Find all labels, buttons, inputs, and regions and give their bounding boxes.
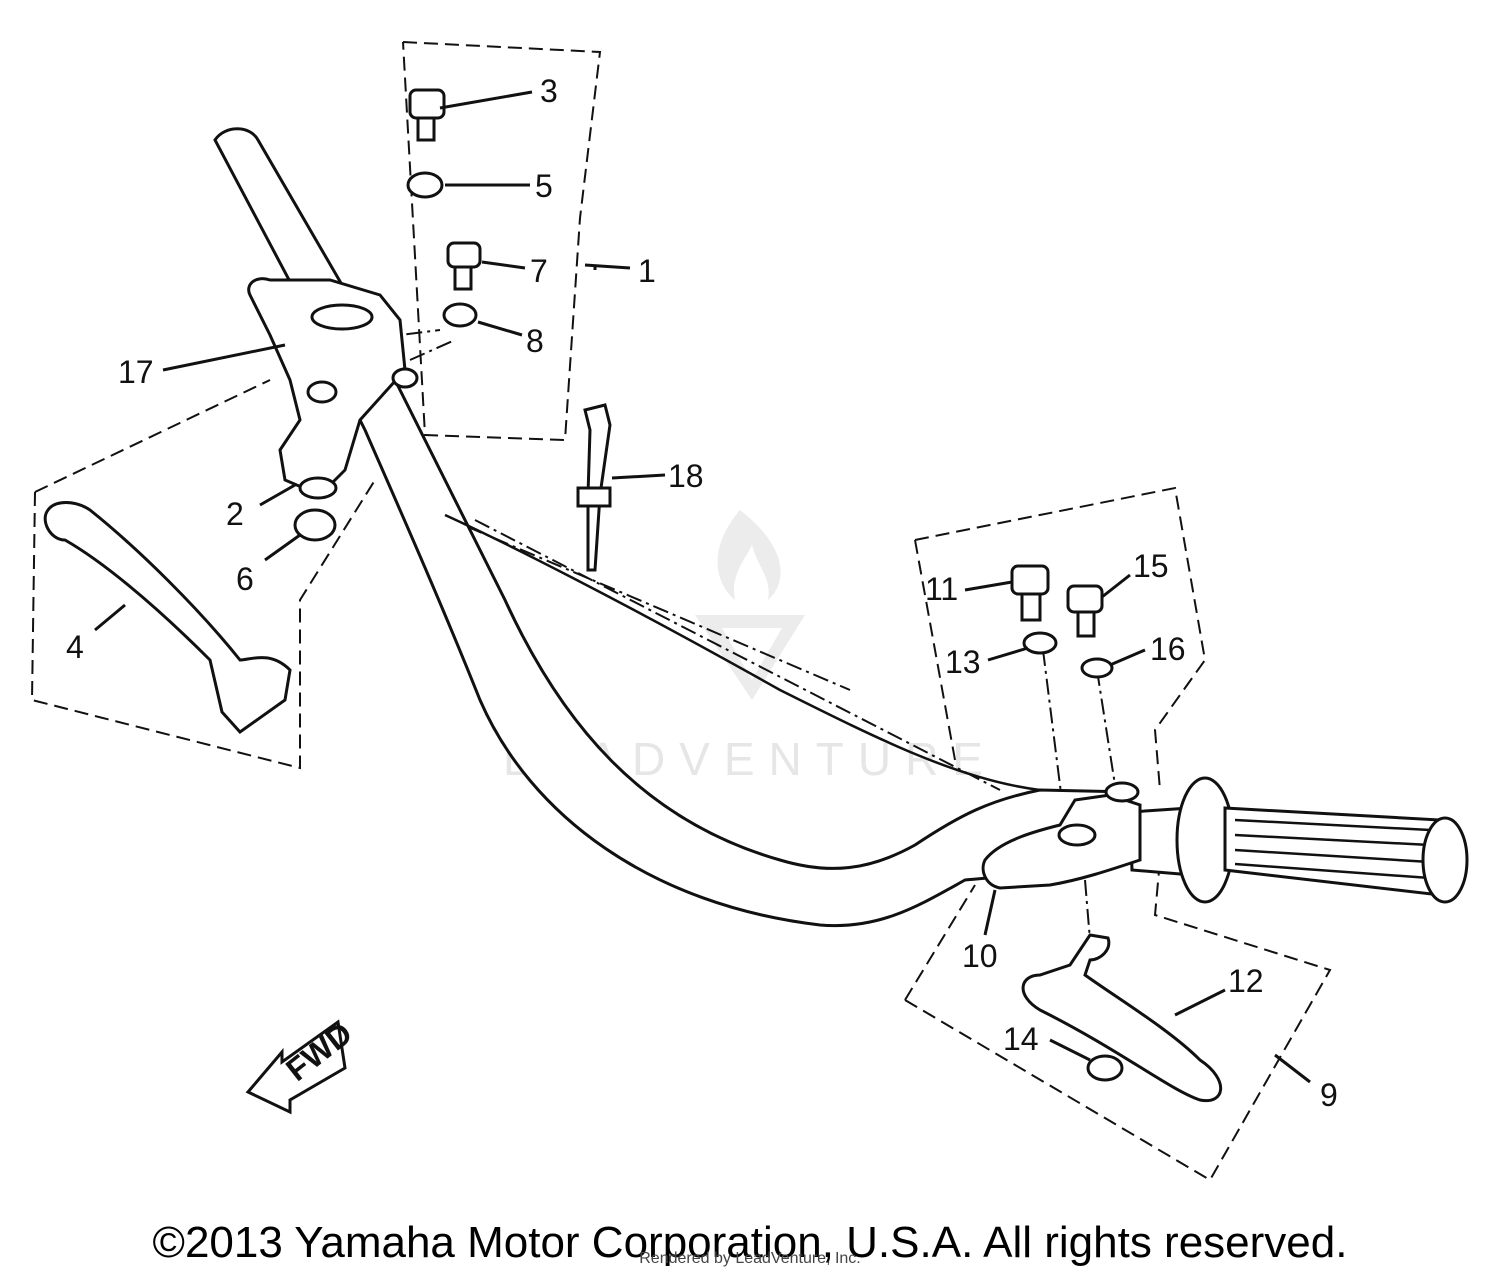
- bolt-3: [408, 88, 446, 142]
- callout-17: 17: [118, 354, 154, 390]
- nut-6: [293, 508, 337, 542]
- copyright-notice: ©2013 Yamaha Motor Corporation, U.S.A. A…: [152, 1218, 1348, 1267]
- frame-assembly-1: [402, 41, 602, 442]
- right-lever: [1021, 933, 1223, 1103]
- leader-lines: [94, 90, 1311, 1084]
- callout-1: 1: [638, 253, 656, 289]
- centerline-lever-pivot: [1084, 879, 1091, 941]
- washer-8: [442, 302, 478, 328]
- right-grip: [1128, 776, 1469, 904]
- frame-right-lever: [904, 859, 1332, 1182]
- hardware: [293, 88, 1124, 1082]
- callout-15: 15: [1133, 548, 1169, 584]
- callout-4: 4: [66, 629, 84, 665]
- bolt-15: [1066, 584, 1104, 638]
- callout-14: 14: [1003, 1021, 1039, 1057]
- nut-14: [1086, 1054, 1124, 1082]
- washer-16: [1080, 657, 1114, 679]
- bolt-11: [1010, 564, 1050, 622]
- callout-16: 16: [1150, 631, 1186, 667]
- callout-8: 8: [526, 323, 544, 359]
- callouts: 3 5 7 8 1 17 2 6 4 18 11 15 13 16 10 12 …: [66, 73, 1338, 1113]
- handlebar-tube: [213, 127, 1137, 928]
- cable-tie: [576, 403, 612, 572]
- centerline-bar-upper: [439, 514, 851, 691]
- callout-12: 12: [1228, 963, 1264, 999]
- left-lever-holder: [247, 277, 419, 500]
- callout-11: 11: [925, 571, 958, 607]
- right-lever-holder: [981, 781, 1142, 890]
- handlebar: [213, 127, 1137, 928]
- bolt-7: [446, 241, 482, 291]
- callout-2: 2: [226, 496, 244, 532]
- frame-right-holder: [914, 486, 1207, 791]
- centerline-bar: [474, 519, 1001, 791]
- callout-13: 13: [945, 644, 981, 680]
- frame-left-lever: [30, 379, 376, 770]
- callout-3: 3: [540, 73, 558, 109]
- callout-7: 7: [530, 253, 548, 289]
- callout-5: 5: [535, 168, 553, 204]
- group-frames: [30, 41, 1332, 1182]
- washer-13: [1022, 631, 1058, 655]
- left-lever: [43, 501, 292, 734]
- washer-5: [406, 171, 444, 199]
- rendered-by-notice: Rendered by LeadVenture, Inc.: [639, 1250, 861, 1267]
- callout-18: 18: [668, 458, 704, 494]
- callout-6: 6: [236, 561, 254, 597]
- fwd-arrow: FWD: [245, 1015, 359, 1115]
- centerline-screw-15: [1096, 669, 1116, 786]
- callout-9: 9: [1320, 1077, 1338, 1113]
- leadventure-flame-logo: [695, 510, 805, 700]
- callout-10: 10: [962, 938, 998, 974]
